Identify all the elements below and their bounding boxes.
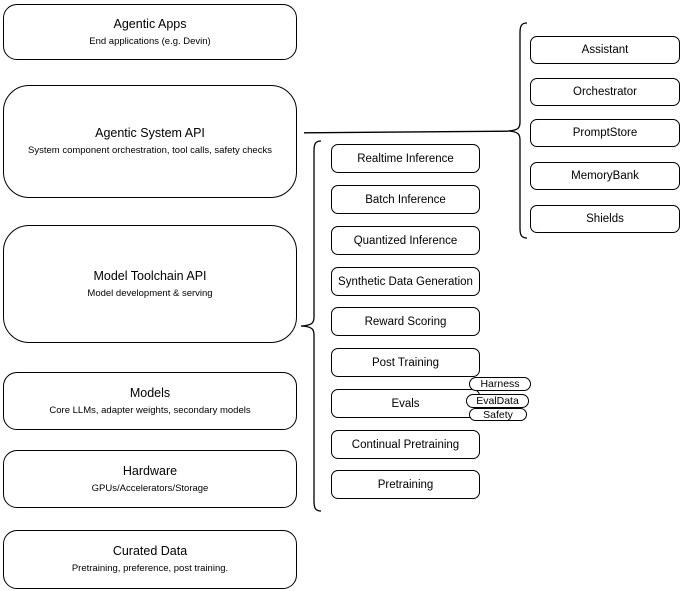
node-hardware: Hardware GPUs/Accelerators/Storage — [3, 450, 297, 508]
node-realtime-inference-label: Realtime Inference — [357, 152, 454, 165]
node-reward-scoring-label: Reward Scoring — [364, 315, 447, 328]
node-batch-inference: Batch Inference — [331, 185, 480, 214]
node-agentic-apps-title: Agentic Apps — [113, 16, 187, 31]
node-curated-data-subtitle: Pretraining, preference, post training. — [71, 563, 229, 575]
node-agentic-system-api-subtitle: System component orchestration, tool cal… — [28, 145, 272, 157]
node-curated-data-title: Curated Data — [112, 544, 188, 559]
pill-evaldata-label: EvalData — [476, 394, 519, 407]
node-agentic-apps-subtitle: End applications (e.g. Devin) — [89, 35, 211, 47]
node-synthetic-data-generation-label: Synthetic Data Generation — [338, 275, 473, 288]
node-pretraining-label: Pretraining — [377, 478, 434, 491]
node-evals-label: Evals — [391, 397, 420, 410]
node-realtime-inference: Realtime Inference — [331, 144, 480, 173]
node-batch-inference-label: Batch Inference — [365, 193, 446, 206]
node-quantized-inference: Quantized Inference — [331, 226, 480, 255]
node-models-subtitle: Core LLMs, adapter weights, secondary mo… — [49, 404, 251, 416]
pill-safety-label: Safety — [483, 408, 513, 421]
node-model-toolchain-api-subtitle: Model development & serving — [87, 287, 213, 299]
node-model-toolchain-api: Model Toolchain API Model development & … — [3, 225, 297, 343]
node-hardware-subtitle: GPUs/Accelerators/Storage — [91, 482, 209, 494]
node-continual-pretraining: Continual Pretraining — [331, 430, 480, 459]
node-quantized-inference-label: Quantized Inference — [353, 234, 458, 247]
node-hardware-title: Hardware — [122, 463, 178, 478]
node-curated-data: Curated Data Pretraining, preference, po… — [3, 530, 297, 589]
node-models: Models Core LLMs, adapter weights, secon… — [3, 372, 297, 430]
node-shields-label: Shields — [586, 213, 624, 225]
system-brace — [507, 22, 528, 239]
node-memorybank-label: MemoryBank — [571, 170, 639, 182]
node-continual-pretraining-label: Continual Pretraining — [351, 438, 460, 451]
node-assistant: Assistant — [530, 36, 680, 64]
node-promptstore: PromptStore — [530, 119, 680, 147]
node-agentic-system-api: Agentic System API System component orch… — [3, 85, 297, 198]
node-pretraining: Pretraining — [331, 470, 480, 499]
node-memorybank: MemoryBank — [530, 162, 680, 190]
pill-safety: Safety — [469, 408, 527, 421]
node-evals: Evals — [331, 389, 480, 418]
pill-harness: Harness — [469, 377, 531, 391]
pill-evaldata: EvalData — [466, 394, 529, 408]
node-orchestrator-label: Orchestrator — [573, 86, 637, 98]
node-reward-scoring: Reward Scoring — [331, 307, 480, 336]
pill-harness-label: Harness — [480, 377, 520, 390]
node-assistant-label: Assistant — [581, 44, 629, 56]
toolchain-brace — [300, 140, 322, 512]
node-agentic-apps: Agentic Apps End applications (e.g. Devi… — [3, 4, 297, 60]
node-models-title: Models — [129, 385, 171, 400]
node-model-toolchain-api-title: Model Toolchain API — [93, 268, 207, 283]
node-shields: Shields — [530, 205, 680, 233]
node-post-training-label: Post Training — [371, 356, 440, 369]
node-agentic-system-api-title: Agentic System API — [95, 126, 205, 141]
node-orchestrator: Orchestrator — [530, 78, 680, 106]
node-promptstore-label: PromptStore — [572, 127, 638, 139]
system-api-connector-line — [303, 130, 509, 134]
node-post-training: Post Training — [331, 348, 480, 377]
node-synthetic-data-generation: Synthetic Data Generation — [331, 267, 480, 296]
